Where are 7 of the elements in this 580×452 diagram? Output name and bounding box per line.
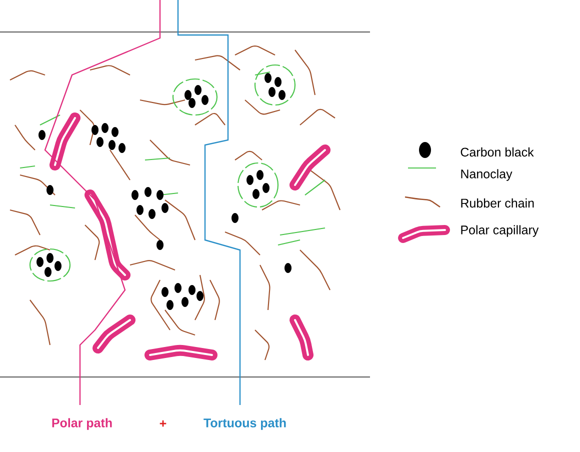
path-label: Tortuous path [204,418,286,430]
legend-text: Rubber chain [461,198,534,208]
legend-text: Polar capillary [461,225,539,237]
legend-text: Nanoclay [461,169,512,181]
plus-sign: + [160,420,166,427]
path-label: Polar path [52,418,112,430]
legend-text: Carbon black [460,147,534,157]
